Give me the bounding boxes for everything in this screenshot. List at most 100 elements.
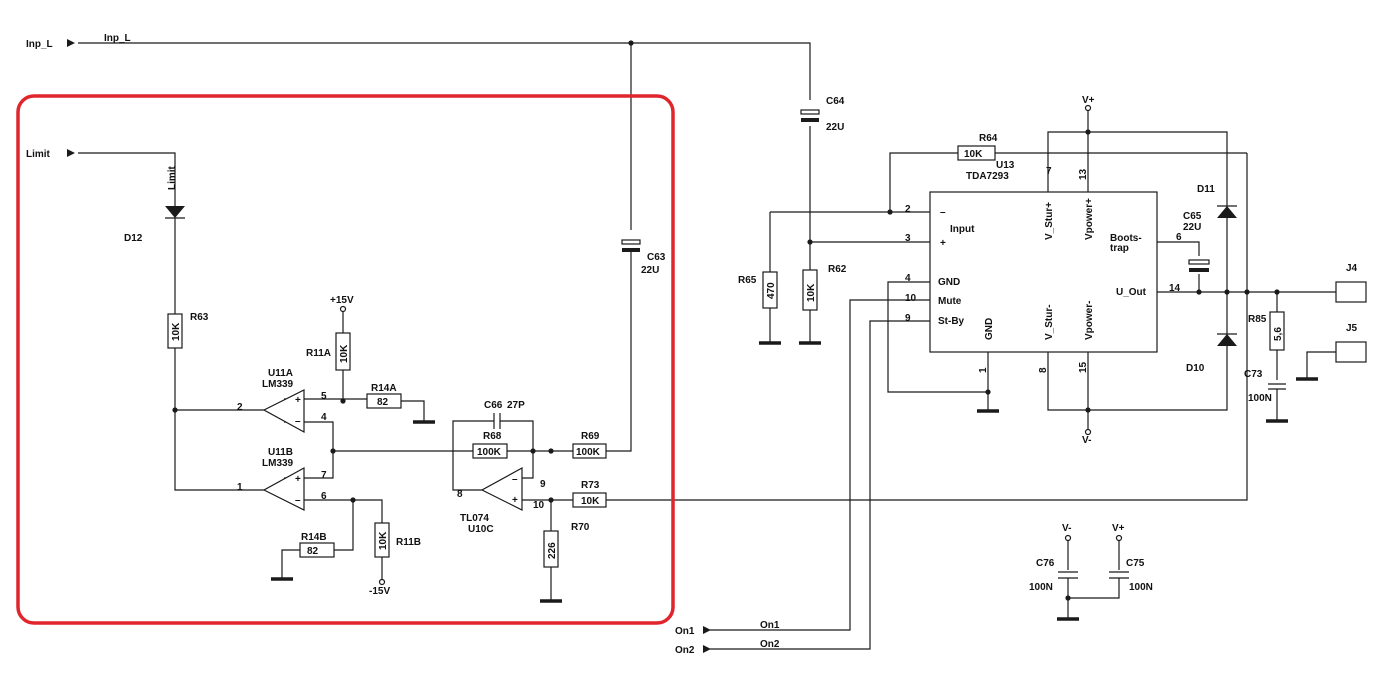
- pin-number: 6: [1176, 232, 1182, 243]
- port-arrow-limit: [67, 149, 75, 157]
- ref-d11: D11: [1197, 184, 1215, 195]
- opamp-minus-mark: –: [295, 416, 301, 427]
- opamp-plus-mark: +: [512, 495, 518, 506]
- u13-pin-label-inplus: +: [940, 238, 946, 249]
- ref-c65: C65: [1183, 211, 1202, 222]
- ref-c76: C76: [1036, 558, 1055, 569]
- ref-r14b: R14B: [301, 532, 327, 543]
- capacitor-c63: [621, 239, 641, 245]
- u13-pin-label-inminus: –: [940, 207, 946, 218]
- ref-u13: U13: [996, 160, 1015, 171]
- junction: [548, 497, 554, 503]
- connector-label-j5: J5: [1346, 323, 1358, 334]
- power-label-vminus-c76: V-: [1062, 523, 1071, 534]
- port-arrow-inp-l: [67, 39, 75, 47]
- value-r68: 100K: [477, 447, 502, 458]
- pin-number: 4: [321, 412, 327, 423]
- junction: [330, 448, 336, 454]
- net-label-on2: On2: [760, 639, 780, 650]
- ref-r11b: R11B: [396, 537, 421, 548]
- opamp-plus-mark: +: [295, 395, 301, 406]
- diode-d10: [1217, 334, 1237, 346]
- value-r85: 5,6: [1273, 327, 1284, 341]
- pin-number: 3: [905, 233, 911, 244]
- ref-r85: R85: [1248, 314, 1267, 325]
- ref-r64: R64: [979, 133, 998, 144]
- ref-u11b: U11B: [268, 447, 293, 458]
- junction: [530, 448, 536, 454]
- pin-number: 4: [905, 273, 911, 284]
- power-label-vminus-u13: V-: [1082, 435, 1091, 446]
- u13-pin-label-vstur-p: V_Stur+: [1044, 202, 1055, 240]
- junction: [628, 40, 634, 46]
- ref-r11a: R11A: [306, 348, 331, 359]
- port-arrow-on1: [703, 626, 711, 634]
- value-c73: 100N: [1248, 393, 1272, 404]
- opamp-u11b: [262, 466, 305, 511]
- ref-r69: R69: [581, 431, 600, 442]
- connector-j5: [1335, 341, 1367, 363]
- value-r62: 10K: [806, 283, 817, 302]
- value-r11b: 10K: [378, 531, 389, 550]
- junctions: [172, 40, 1280, 601]
- value-r70: 226: [547, 542, 558, 559]
- value-r73: 10K: [581, 496, 600, 507]
- capacitor-c64: [800, 109, 820, 115]
- port-label-inp-l: Inp_L: [26, 39, 53, 50]
- pin-number: 15: [1078, 361, 1089, 373]
- value-r69: 100K: [576, 447, 601, 458]
- part-u10c: TL074: [460, 513, 489, 524]
- u13-pin-label-boots: Boots-: [1110, 233, 1142, 244]
- pin-number: 6: [321, 491, 327, 502]
- resistor-r11a: [335, 332, 351, 371]
- junction: [1274, 289, 1280, 295]
- ref-r70: R70: [571, 522, 590, 533]
- resistor-r70: [543, 530, 559, 568]
- junction: [985, 389, 991, 395]
- ref-u11a: U11A: [268, 368, 293, 379]
- wires: [78, 42, 1336, 650]
- junction: [1085, 407, 1091, 413]
- pin-number: 10: [533, 500, 545, 511]
- u13-pin-label-gnd-bottom: GND: [984, 318, 995, 340]
- pin-number: 8: [1038, 367, 1049, 373]
- u13-pin-label-vpower-m: Vpower-: [1084, 301, 1095, 340]
- port-label-limit: Limit: [26, 149, 51, 160]
- value-r65: 470: [766, 282, 777, 299]
- pin-number: 1: [978, 367, 989, 373]
- value-r11a: 10K: [339, 344, 350, 363]
- pin-number: 14: [1169, 283, 1181, 294]
- value-r14a: 82: [377, 397, 389, 408]
- pin-number: 2: [237, 402, 243, 413]
- junction: [548, 448, 554, 454]
- junction: [172, 407, 178, 413]
- resistor-r14a: [366, 393, 402, 409]
- opamp-plus-mark: +: [295, 474, 301, 485]
- supply-terminals: [339, 104, 1123, 586]
- value-r64: 10K: [964, 149, 983, 160]
- part-u13: TDA7293: [966, 171, 1009, 182]
- connector-j4: [1335, 281, 1367, 303]
- port-label-on1: On1: [675, 626, 695, 637]
- u13-pin-label-uout: U_Out: [1116, 287, 1147, 298]
- value-r14b: 82: [307, 546, 319, 557]
- resistor-r73: [572, 492, 607, 508]
- resistor-r65: [762, 271, 778, 309]
- u13-pin-label-vpower-p: Vpower+: [1084, 198, 1095, 240]
- port-flags: [67, 39, 1367, 653]
- pin-number: 9: [540, 479, 546, 490]
- ref-c64: C64: [826, 96, 845, 107]
- opamp-minus-mark: –: [512, 474, 518, 485]
- net-label-limit: Limit: [167, 165, 178, 190]
- pin-number: 8: [457, 489, 463, 500]
- ic-u13-body: [929, 191, 1158, 353]
- pin-number: 9: [905, 313, 911, 324]
- diode-d12: [165, 206, 185, 218]
- ref-r62: R62: [828, 264, 847, 275]
- ref-c75: C75: [1126, 558, 1145, 569]
- value-c64: 22U: [826, 122, 844, 133]
- net-label-inp-l: Inp_L: [104, 33, 131, 44]
- ref-r14a: R14A: [371, 383, 397, 394]
- pin-number: 2: [905, 204, 911, 215]
- u13-pin-label-stby: St-By: [938, 316, 965, 327]
